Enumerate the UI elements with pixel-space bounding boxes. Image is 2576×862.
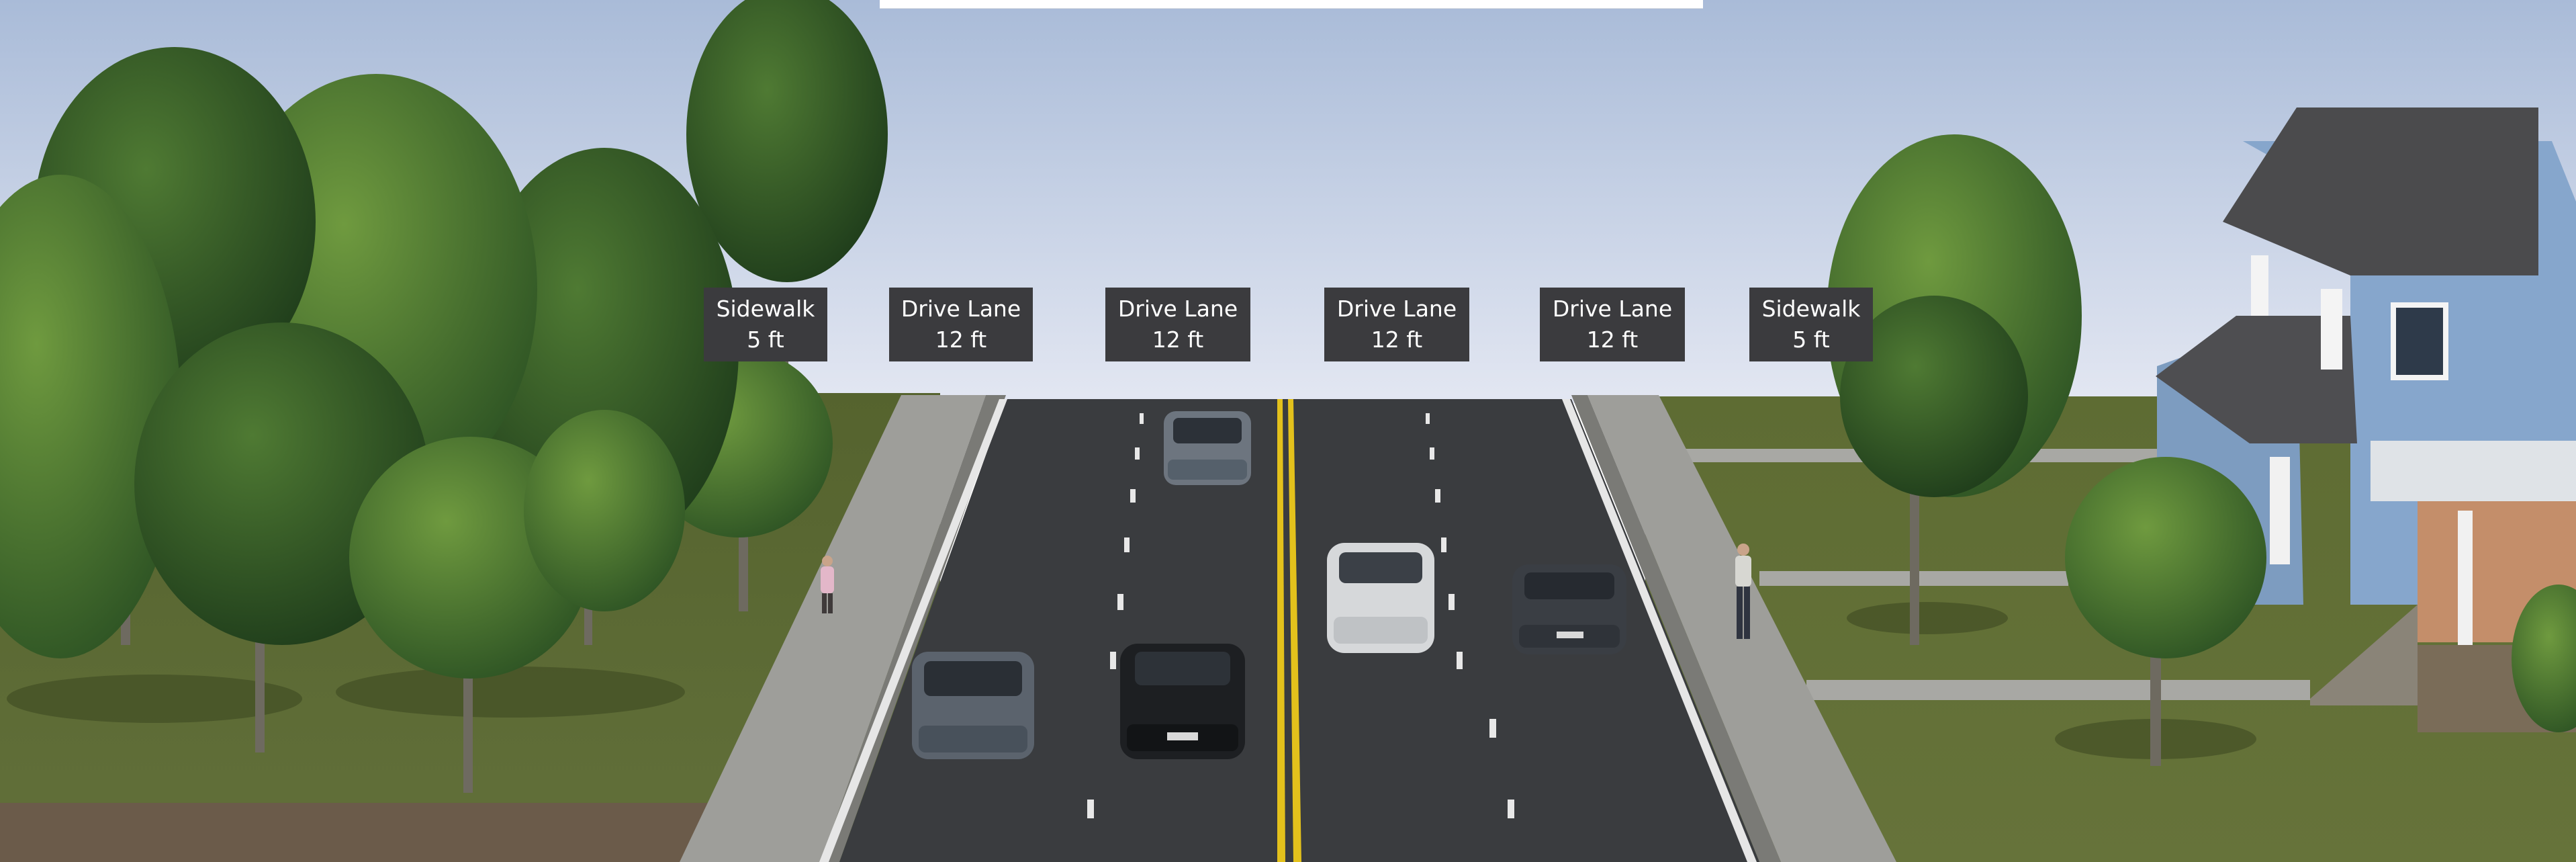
label-width: 12 ft [1586,327,1639,353]
label-title: Sidewalk [1761,296,1861,322]
label-drive-lane-4: Drive Lane 12 ft [1540,288,1685,361]
label-title: Drive Lane [901,296,1021,322]
yard-tree [2055,457,2266,766]
label-title: Drive Lane [1552,296,1673,322]
label-drive-lane-1: Drive Lane 12 ft [889,288,1033,361]
pedestrian-right [1735,544,1751,639]
label-right-sidewalk: Sidewalk 5 ft [1749,288,1873,361]
label-title: Sidewalk [716,296,815,322]
car-far-left-lane [1164,411,1251,485]
pedestrian-left [821,556,834,613]
label-width: 12 ft [1371,327,1423,353]
label-drive-lane-3: Drive Lane 12 ft [1324,288,1469,361]
label-width: 12 ft [935,327,987,353]
edge-line-right [1562,399,1757,862]
car-near-left-2 [1120,644,1245,759]
car-right-lane-2 [1512,564,1626,654]
roadway [839,399,1759,862]
label-title: Drive Lane [1117,296,1238,322]
label-left-sidewalk: Sidewalk 5 ft [704,288,827,361]
label-width: 5 ft [747,327,784,353]
car-near-left-1 [912,652,1034,759]
dirt-strip [0,803,739,862]
right-curb [1571,395,1781,862]
corner-shrub [2512,585,2576,732]
left-sidewalk [680,395,986,862]
edge-line-left [819,399,1007,862]
garden-path [1806,680,2310,700]
top-banner [880,0,1703,9]
right-street-tree [1827,134,2082,645]
center-line-b [1288,399,1301,862]
car-right-lane-1 [1327,543,1434,653]
left-tree-cluster [0,0,888,793]
center-line-a [1277,399,1285,862]
lane-dashes [1087,413,1514,818]
label-drive-lane-2: Drive Lane 12 ft [1105,288,1250,361]
label-width: 12 ft [1152,327,1204,353]
label-width: 5 ft [1792,327,1830,353]
label-title: Drive Lane [1336,296,1457,322]
